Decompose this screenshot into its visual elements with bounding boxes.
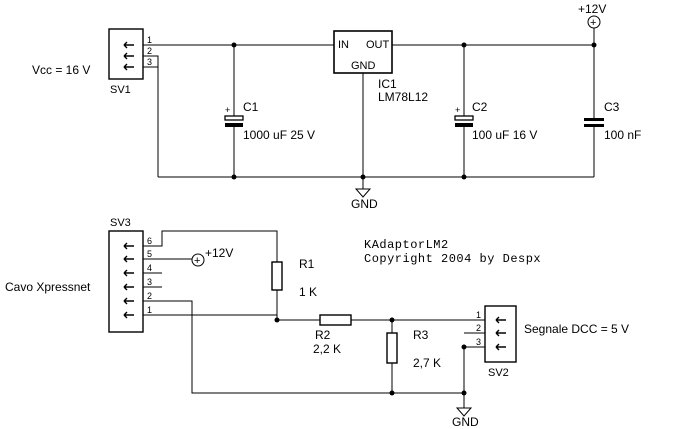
sv2-label: SV2 [488,367,509,379]
ic1-pin-in: IN [338,39,349,51]
supply-plus-icon: + [194,255,200,267]
sv3-pin-3: 3 [147,277,152,287]
sv3-pin-6: 6 [147,236,152,246]
sv1-pin-2: 2 [147,46,152,56]
sv3-connector: SV3 6 5 4 3 2 1 [108,217,152,333]
sv2-pin3-wire [463,346,485,408]
supply-label-top: +12V [578,2,606,16]
ic1-pin-out: OUT [366,39,390,51]
junction-dot [461,390,467,396]
sv1-connector: SV1 1 2 3 [108,28,152,96]
cable-label: Cavo Xpressnet [5,280,91,294]
c3-label: C3 [604,100,620,114]
ic1-pin-gnd: GND [351,60,376,72]
sv3-pin-1: 1 [147,305,152,315]
junction-dot [231,42,237,48]
c3-value: 100 nF [604,128,641,142]
sv3-pin-5: 5 [147,249,152,259]
supply-12v-bottom: + +12V [191,246,233,267]
sv2-pin-3: 3 [476,337,481,347]
r1-label: R1 [299,257,315,271]
sv2-connector: 1 2 3 SV2 [476,305,517,379]
r1-value: 1 K [299,285,317,299]
supply-label-bottom: +12V [205,246,233,260]
gnd-label-top: GND [351,197,378,211]
c1-polarity: + [225,105,230,115]
c2-polarity: + [455,105,460,115]
c2-value: 100 uF 16 V [472,128,537,142]
sv1-pin-1: 1 [147,35,152,45]
r3-resistor: R3 2,7 K [386,328,441,370]
junction-dot [461,174,467,180]
ground-symbol-top: GND [351,188,378,211]
sv3-pin-2: 2 [147,291,152,301]
ic1-label: IC1 [378,77,397,91]
junction-dot [389,390,395,396]
gnd-label-bottom: GND [452,415,479,429]
sv3-label: SV3 [110,217,131,229]
top-wire-vout [392,28,595,46]
copyright-block: KAdaptorLM2 Copyright 2004 by Despx [364,238,541,266]
ic1-part: LM78L12 [378,90,428,104]
r2-value: 2,2 K [313,342,341,356]
sv2-pin-2: 2 [476,323,481,333]
junction-dot [274,317,280,323]
top-wire-pin2 [143,55,159,177]
junction-dot [591,42,597,48]
copyright-line: Copyright 2004 by Despx [364,252,541,266]
c3-capacitor: C3 100 nF [584,100,641,142]
power-supply-section: SV1 1 2 3 Vcc = 16 V + C1 1000 uF 25 V [32,2,641,211]
junction-dot [231,174,237,180]
c1-label: C1 [243,100,259,114]
c2-label: C2 [472,100,488,114]
wire-pin2-ground [143,300,464,394]
sv1-pin-3: 3 [147,57,152,67]
junction-dot [461,344,467,350]
sv1-label: SV1 [110,84,131,96]
vcc-label: Vcc = 16 V [32,63,90,77]
ic1-regulator: IN OUT GND IC1 LM78L12 [333,30,428,104]
r1-resistor: R1 1 K [271,257,317,299]
c2-capacitor: + C2 100 uF 16 V [454,100,537,142]
design-name: KAdaptorLM2 [364,238,449,252]
sv3-pin-4: 4 [147,263,152,273]
dcc-label: Segnale DCC = 5 V [524,322,629,336]
junction-dot [389,317,395,323]
ground-symbol-bottom: GND [452,407,479,429]
supply-plus-icon: + [590,17,596,29]
r2-label: R2 [315,328,331,342]
sv2-pin-1: 1 [476,310,481,320]
xpressnet-section: SV3 6 5 4 3 2 1 Cavo Xpressnet [5,217,629,429]
junction-dot [360,174,366,180]
c1-capacitor: + C1 1000 uF 25 V [224,100,315,142]
r3-value: 2,7 K [413,356,441,370]
wire-pin6-r1 [143,230,278,262]
r3-label: R3 [413,328,429,342]
junction-dot [461,42,467,48]
r2-resistor: R2 2,2 K [313,314,352,356]
supply-12v-top: + +12V [578,2,606,29]
c1-value: 1000 uF 25 V [243,128,315,142]
